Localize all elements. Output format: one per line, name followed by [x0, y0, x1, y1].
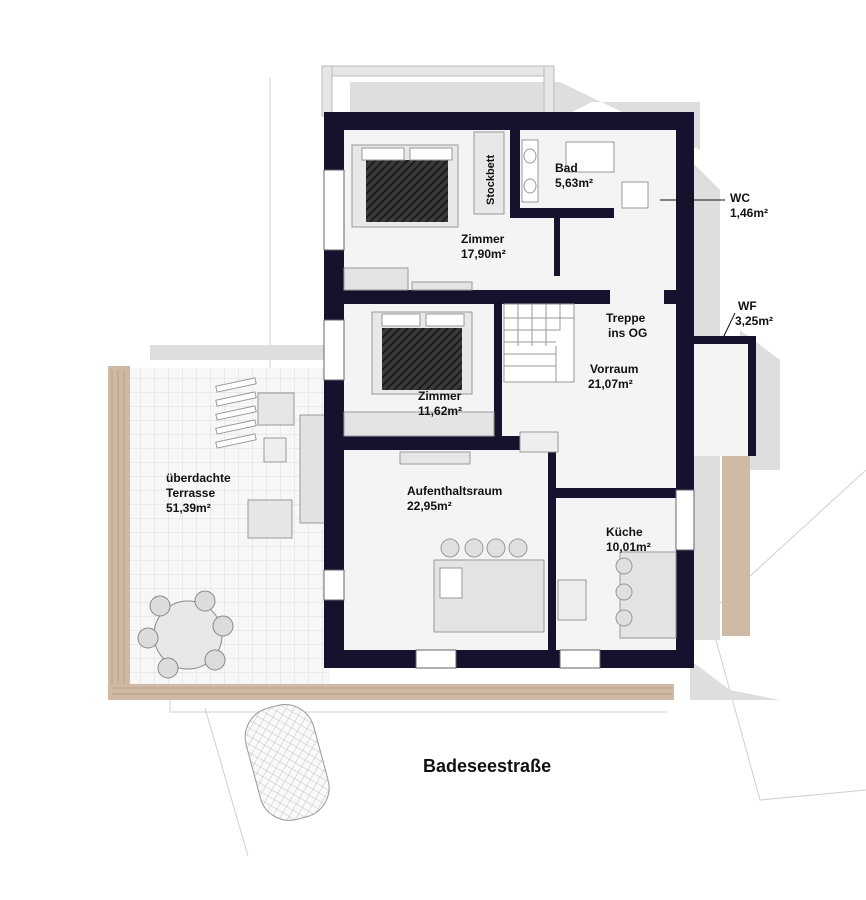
staircase [503, 303, 575, 383]
top-balcony [321, 65, 555, 117]
round-dining-table [137, 590, 234, 679]
label-treppe-line1: Treppe [606, 311, 646, 325]
side-annex [694, 336, 756, 636]
bed-zimmer-2 [371, 311, 473, 395]
label-bad-name: Bad [555, 161, 578, 175]
label-kueche-area: 10,01m² [606, 540, 651, 554]
wardrobe-zimmer-1 [343, 267, 473, 291]
label-vorraum-area: 21,07m² [588, 377, 633, 391]
street-name: Badeseestraße [423, 756, 551, 776]
label-zimmer1-name: Zimmer [461, 232, 505, 246]
bed-zimmer-1 [351, 144, 459, 228]
label-vorraum-name: Vorraum [590, 362, 638, 376]
windows [323, 169, 695, 669]
leader-lines [660, 199, 736, 341]
label-zimmer2-name: Zimmer [418, 389, 462, 403]
label-wf-area: 3,25m² [735, 314, 773, 328]
lounge-furniture [247, 392, 327, 539]
label-bad-area: 5,63m² [555, 176, 593, 190]
room-labels: Bad 5,63m² WC 1,46m² Zimmer 17,90m² WF 3… [166, 155, 773, 776]
label-wc-area: 1,46m² [730, 206, 768, 220]
bunk-bed [473, 131, 505, 215]
label-zimmer1-area: 17,90m² [461, 247, 506, 261]
label-zimmer2-area: 11,62m² [418, 404, 462, 418]
label-stockbett: Stockbett [485, 155, 497, 205]
label-wc-name: WC [730, 191, 750, 205]
label-terrasse-line1: überdachte [166, 471, 231, 485]
living-furniture [399, 431, 559, 633]
bathroom-fixtures [521, 139, 649, 209]
label-terrasse-area: 51,39m² [166, 501, 211, 515]
sun-loungers [215, 377, 257, 449]
building-floor [324, 112, 694, 668]
wardrobe-zimmer-2 [343, 411, 495, 437]
kitchen-furniture [557, 551, 677, 639]
label-aufenthalt-name: Aufenthaltsraum [407, 484, 502, 498]
label-aufenthalt-area: 22,95m² [407, 499, 452, 513]
label-wf-name: WF [738, 299, 757, 313]
label-treppe-line2: ins OG [608, 326, 647, 340]
label-terrasse-line2: Terrasse [166, 486, 215, 500]
label-kueche-name: Küche [606, 525, 643, 539]
parked-car [244, 704, 330, 821]
